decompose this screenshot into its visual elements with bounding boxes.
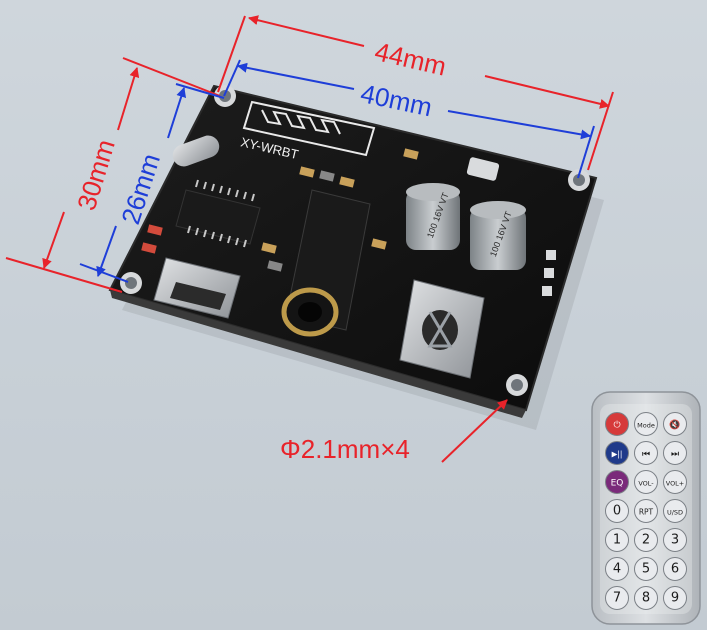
digit-3-button-body[interactable]: [663, 528, 687, 552]
vol-up-button-label: VOL+: [666, 480, 685, 488]
capacitor: 100 16V VT: [470, 201, 526, 270]
digit-9-button-body[interactable]: [663, 586, 687, 610]
power-button[interactable]: ⏻: [605, 412, 629, 436]
outer-width-label: 44mm: [372, 36, 449, 81]
vol-up-button-body[interactable]: [663, 470, 687, 494]
antenna-trace: [242, 100, 376, 157]
digit-6-button-label: 6: [671, 562, 679, 577]
mounting-hole: [506, 374, 528, 396]
hole-diameter-label: Φ2.1mm×4: [280, 434, 410, 464]
vol-down-button[interactable]: VOL-: [634, 470, 658, 494]
digit-1-button-label: 1: [613, 533, 621, 548]
ir-remote: ⏻ Mode 🔇 ▶|| ⏮ ⏭ EQ VOL- VOL+ 0 RPT U/SD 1 2 3 4 5 6 7 8 9: [591, 391, 701, 625]
next-button-label: ⏭: [671, 450, 679, 460]
digit-9-button-label: 9: [671, 591, 679, 606]
vol-up-button[interactable]: VOL+: [663, 470, 687, 494]
repeat-button-body[interactable]: [634, 499, 658, 523]
outer-height-label: 30mm: [71, 136, 121, 214]
usd-button-label: U/SD: [667, 509, 683, 517]
crystal-oscillator: [172, 135, 220, 167]
digit-8-button-label: 8: [642, 591, 650, 606]
digit-5-button-label: 5: [642, 562, 650, 577]
usd-button[interactable]: U/SD: [663, 499, 687, 523]
digit-5-button-body[interactable]: [634, 557, 658, 581]
vol-down-button-label: VOL-: [638, 480, 654, 488]
repeat-button-label: RPT: [639, 508, 654, 517]
digit-5-button[interactable]: 5: [634, 557, 658, 581]
digit-4-button[interactable]: 4: [605, 557, 629, 581]
digit-6-button[interactable]: 6: [663, 557, 687, 581]
previous-button-body[interactable]: [634, 441, 658, 465]
previous-button[interactable]: ⏮: [634, 441, 658, 465]
power-button-body[interactable]: [605, 412, 629, 436]
digit-8-button[interactable]: 8: [634, 586, 658, 610]
mounting-hole: [120, 272, 142, 294]
usd-button-body[interactable]: [663, 499, 687, 523]
digit-0-button-body[interactable]: [605, 499, 629, 523]
repeat-button[interactable]: RPT: [634, 499, 658, 523]
power-button-label: ⏻: [613, 420, 620, 431]
play-pause-button-body[interactable]: [605, 441, 629, 465]
mode-button[interactable]: Mode: [634, 412, 658, 436]
digit-9-button[interactable]: 9: [663, 586, 687, 610]
micro-usb-port: [153, 257, 241, 319]
digit-2-button-body[interactable]: [634, 528, 658, 552]
digit-6-button-body[interactable]: [663, 557, 687, 581]
power-pads: [466, 157, 500, 181]
mode-button-label: Mode: [637, 422, 655, 430]
inner-width-label: 40mm: [358, 78, 435, 122]
digit-7-button-label: 7: [613, 591, 621, 606]
mode-button-body[interactable]: [634, 412, 658, 436]
eq-button[interactable]: EQ: [605, 470, 629, 494]
eq-button-body[interactable]: [605, 470, 629, 494]
mute-button-body[interactable]: [663, 412, 687, 436]
mute-button-label: 🔇: [669, 419, 680, 431]
digit-1-button[interactable]: 1: [605, 528, 629, 552]
amplifier-chip: [175, 179, 261, 248]
capacitor: 100 16V VT: [406, 183, 460, 250]
audio-jack: [281, 189, 371, 337]
speaker-pads: [542, 250, 556, 296]
play-pause-button-label: ▶||: [612, 450, 623, 459]
ir-receiver: [399, 279, 485, 379]
digit-0-button-label: 0: [613, 504, 621, 519]
board-edge: [110, 290, 526, 418]
digit-4-button-label: 4: [613, 562, 621, 577]
digit-0-button[interactable]: 0: [605, 499, 629, 523]
digit-4-button-body[interactable]: [605, 557, 629, 581]
smd-components: [141, 148, 419, 272]
digit-1-button-body[interactable]: [605, 528, 629, 552]
vol-down-button-body[interactable]: [634, 470, 658, 494]
previous-button-label: ⏮: [642, 450, 650, 460]
hole-diameter-callout: Φ2.1mm×4: [280, 399, 508, 464]
digit-3-button[interactable]: 3: [663, 528, 687, 552]
next-button[interactable]: ⏭: [663, 441, 687, 465]
next-button-body[interactable]: [663, 441, 687, 465]
mounting-hole: [568, 169, 590, 191]
eq-button-label: EQ: [611, 479, 624, 489]
digit-7-button-body[interactable]: [605, 586, 629, 610]
play-pause-button[interactable]: ▶||: [605, 441, 629, 465]
digit-2-button-label: 2: [642, 533, 650, 548]
digit-8-button-body[interactable]: [634, 586, 658, 610]
mute-button[interactable]: 🔇: [663, 412, 687, 436]
digit-7-button[interactable]: 7: [605, 586, 629, 610]
bluetooth-audio-board: XY-WRBT: [108, 84, 604, 430]
digit-2-button[interactable]: 2: [634, 528, 658, 552]
digit-3-button-label: 3: [671, 533, 679, 548]
